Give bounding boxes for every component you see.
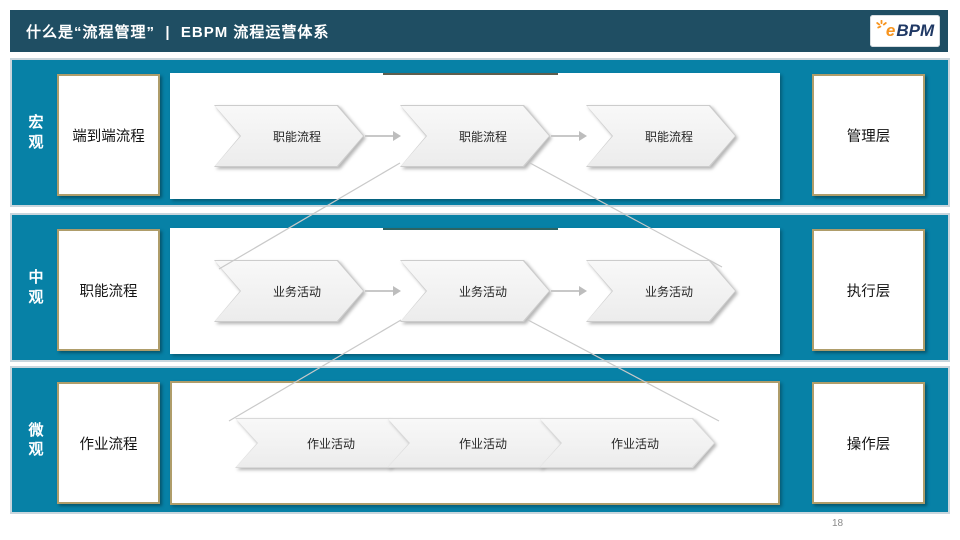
logo-text: BPM (896, 21, 935, 40)
logo-prefix: e (885, 21, 896, 40)
level-box: 端到端流程 (57, 74, 160, 196)
process-chevron: 业务活动 (586, 260, 736, 322)
slide-title: 什么是“流程管理” | EBPM 流程运营体系 (26, 23, 330, 41)
audience-box: 操作层 (812, 382, 925, 504)
process-chevron: 职能流程 (586, 105, 736, 167)
audience-box: 管理层 (812, 74, 925, 196)
chevron-row: 作业活动 作业活动 作业活动 (172, 383, 778, 503)
scope-label: 微观 (28, 421, 44, 459)
process-chevron: 职能流程 (400, 105, 550, 167)
process-panel: 职能流程 职能流程 职能流程 (170, 73, 780, 199)
process-chevron: 作业活动 (387, 418, 563, 468)
process-chevron: 业务活动 (400, 260, 550, 322)
process-chevron: 作业活动 (539, 418, 715, 468)
process-panel: 业务活动 业务活动 业务活动 (170, 228, 780, 354)
flow-arrow-icon (551, 131, 587, 141)
page-number: 18 (832, 518, 844, 529)
sparkle-icon (876, 19, 887, 28)
audience-box: 执行层 (812, 229, 925, 351)
band-macro: 宏观 端到端流程 职能流程 职能流程 职能流程 管理层 (10, 58, 950, 207)
scope-label: 中观 (28, 269, 44, 306)
hidden-shape-edge (383, 228, 558, 230)
chevron-row: 业务活动 业务活动 业务活动 (170, 228, 780, 354)
band-meso: 中观 职能流程 业务活动 业务活动 业务活动 执行层 (10, 213, 950, 362)
hidden-shape-edge (383, 73, 558, 75)
level-box: 职能流程 (57, 229, 160, 351)
chevron-row: 职能流程 职能流程 职能流程 (170, 73, 780, 199)
scope-label: 宏观 (28, 114, 44, 151)
band-micro: 微观 作业流程 作业活动 作业活动 作业活动 操作层 (10, 366, 950, 514)
process-panel: 作业活动 作业活动 作业活动 (170, 381, 780, 505)
flow-arrow-icon (365, 131, 401, 141)
process-chevron: 职能流程 (214, 105, 364, 167)
flow-arrow-icon (551, 286, 587, 296)
process-chevron: 业务活动 (214, 260, 364, 322)
flow-arrow-icon (365, 286, 401, 296)
level-box: 作业流程 (57, 382, 160, 504)
process-chevron: 作业活动 (235, 418, 411, 468)
